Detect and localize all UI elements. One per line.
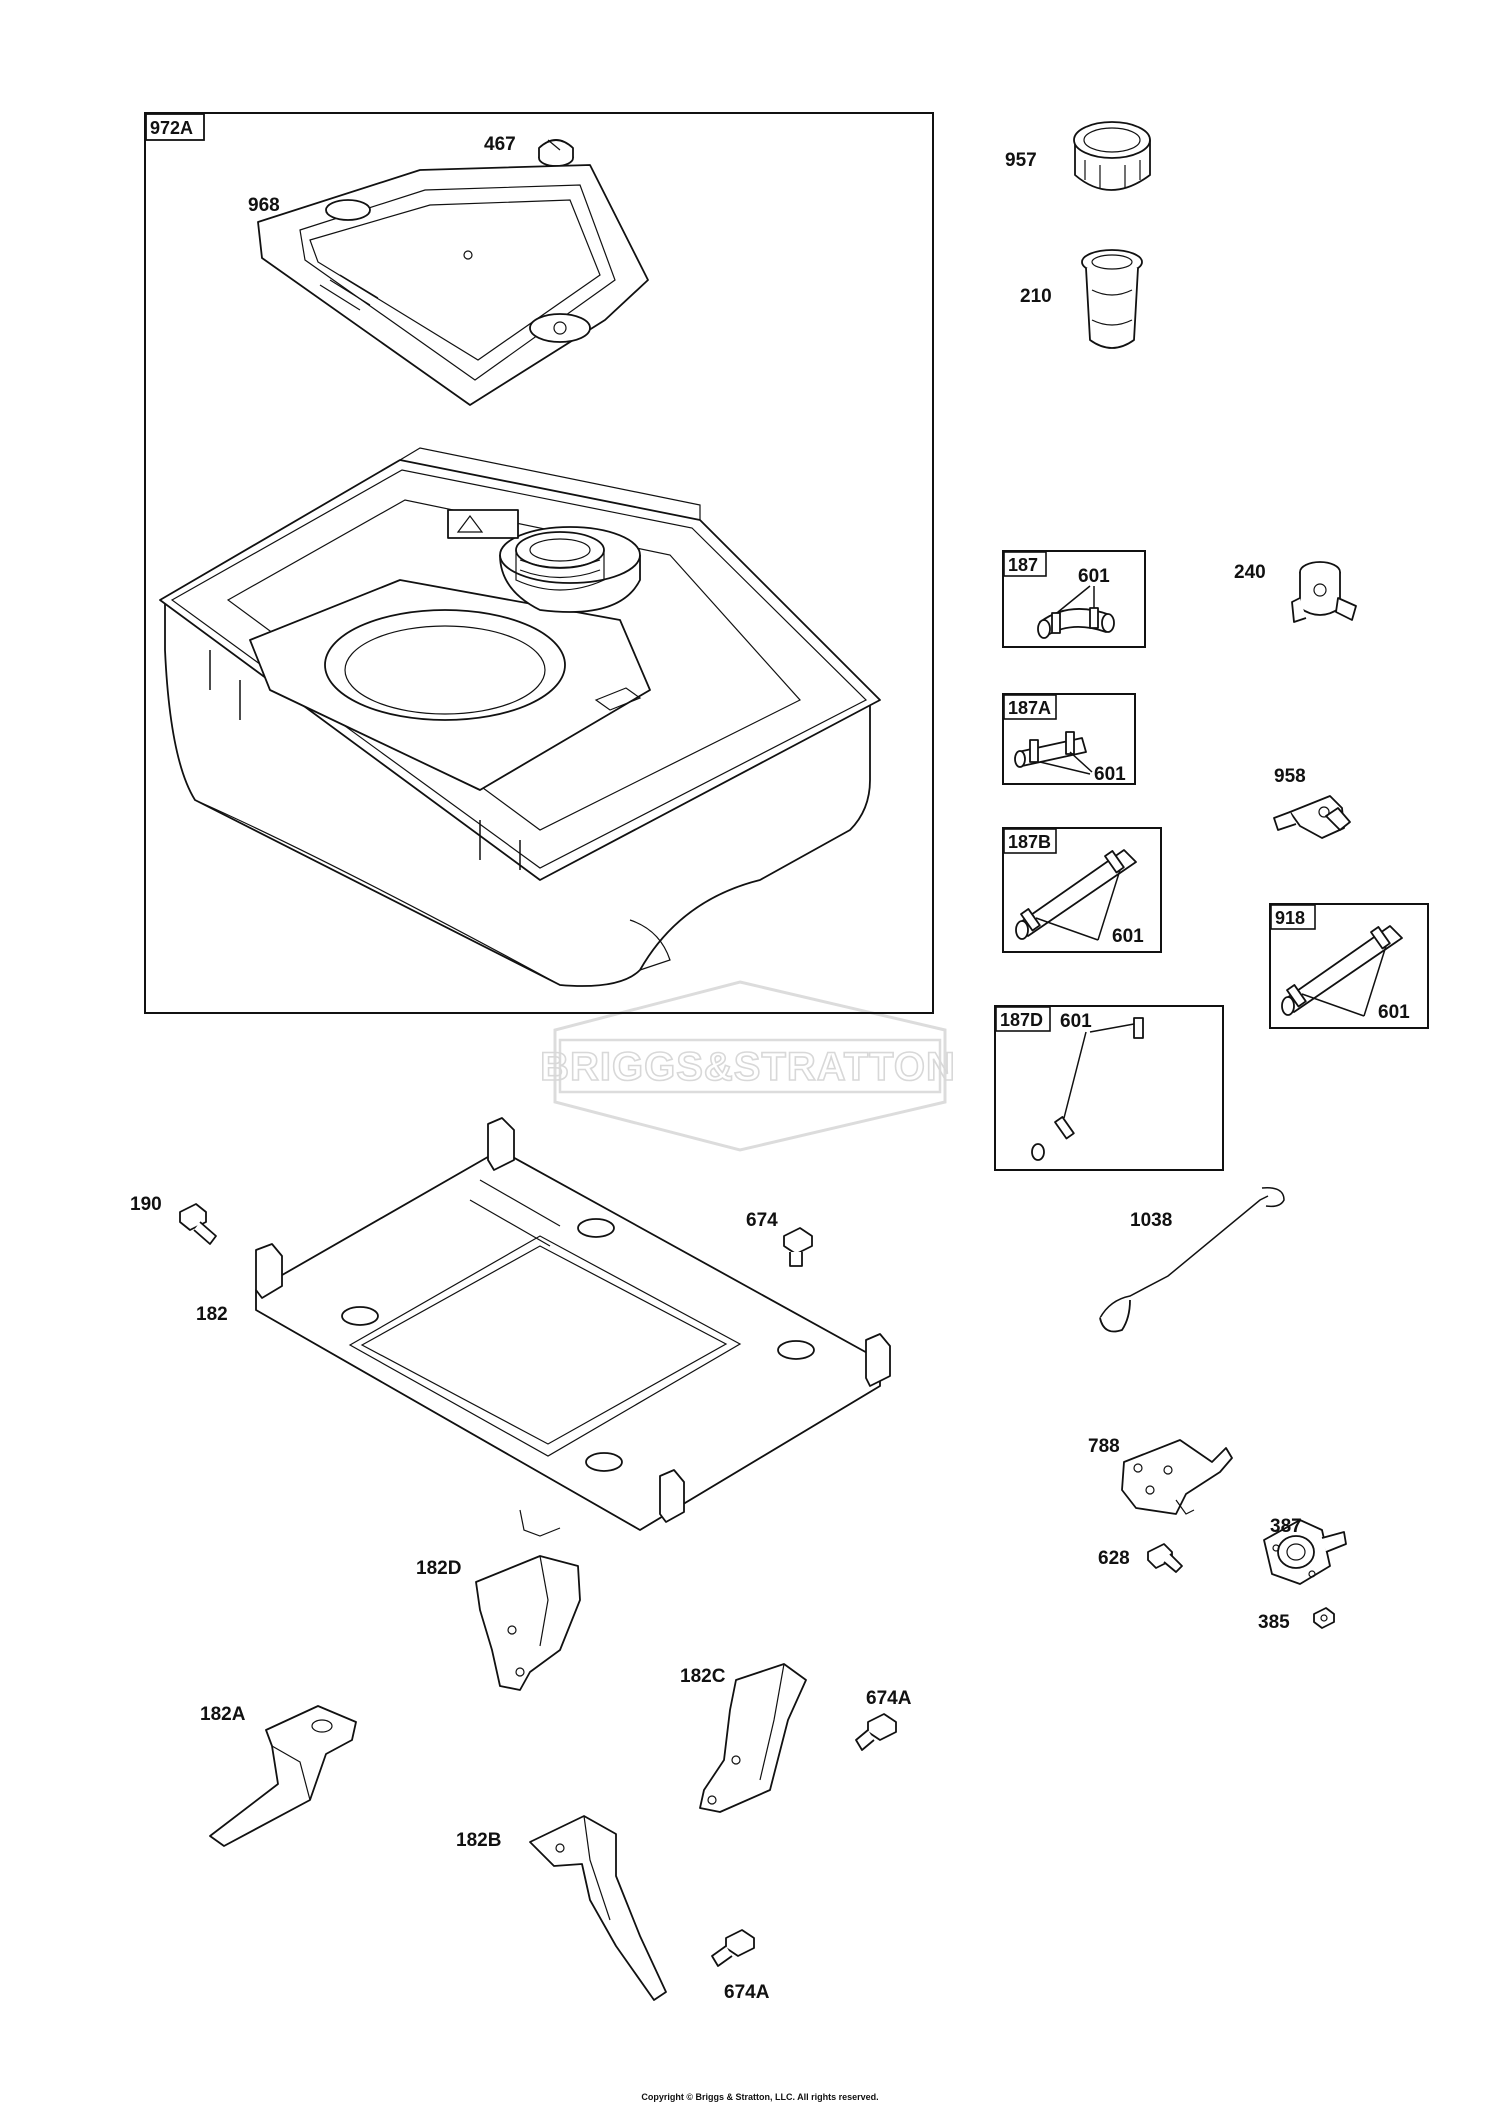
part-182b-bracket[interactable]: [529, 1815, 667, 2001]
part-182a-bracket[interactable]: [209, 1705, 357, 1847]
label-601-187d: 601: [1060, 1011, 1092, 1032]
label-601-918: 601: [1378, 1002, 1410, 1023]
label-788: 788: [1088, 1436, 1120, 1457]
label-240: 240: [1234, 562, 1266, 583]
part-240-valve[interactable]: [1291, 561, 1357, 623]
part-674a-bolt-upper[interactable]: [855, 1713, 897, 1751]
part-1038-rod[interactable]: [1099, 1187, 1285, 1333]
label-968: 968: [248, 195, 280, 216]
part-182d-bracket[interactable]: [475, 1555, 581, 1691]
part-190-bolt[interactable]: [179, 1203, 217, 1245]
box-918-label: 918: [1275, 908, 1305, 928]
box-918-frame: [1269, 903, 1429, 1029]
box-972a-tag: [145, 113, 205, 141]
label-385: 385: [1258, 1612, 1290, 1633]
part-187d-formed-hose[interactable]: [1031, 1017, 1166, 1161]
part-182c-bracket[interactable]: [699, 1663, 807, 1813]
label-674a-upper: 674A: [866, 1688, 912, 1709]
label-182c: 182C: [680, 1666, 726, 1687]
label-958: 958: [1274, 766, 1306, 787]
part-958-valve[interactable]: [1273, 795, 1351, 839]
box-187a-label: 187A: [1008, 698, 1051, 718]
part-674-bolt[interactable]: [783, 1227, 813, 1267]
box-187-label: 187: [1008, 555, 1038, 575]
label-387: 387: [1270, 1516, 1302, 1537]
watermark-logo: BRIGGS&STRATTON: [539, 980, 956, 1152]
part-628-screw[interactable]: [1147, 1543, 1183, 1573]
part-187b-hose[interactable]: [1015, 849, 1137, 940]
label-182: 182: [196, 1304, 228, 1325]
part-182-frame[interactable]: [255, 1117, 891, 1537]
label-957: 957: [1005, 150, 1037, 171]
label-190: 190: [130, 1194, 162, 1215]
watermark-text: BRIGGS&STRATTON: [540, 1045, 956, 1089]
part-968-lid[interactable]: [257, 164, 649, 406]
part-467-knob[interactable]: [538, 139, 574, 167]
part-918-hose[interactable]: [1281, 925, 1403, 1016]
box-972a-label: 972A: [150, 118, 193, 138]
label-1038: 1038: [1130, 1210, 1172, 1231]
part-fuel-tank[interactable]: [159, 447, 881, 987]
label-182b: 182B: [456, 1830, 501, 1851]
label-601-187: 601: [1078, 566, 1110, 587]
part-674a-bolt-lower[interactable]: [711, 1929, 755, 1967]
label-628: 628: [1098, 1548, 1130, 1569]
label-674: 674: [746, 1210, 778, 1231]
part-957-cap[interactable]: [1073, 121, 1151, 191]
box-187b-frame: [1002, 827, 1162, 953]
box-187d-label: 187D: [1000, 1010, 1043, 1030]
label-601-187a: 601: [1094, 764, 1126, 785]
box-187a-frame: [1002, 693, 1136, 785]
label-182d: 182D: [416, 1558, 461, 1579]
label-210: 210: [1020, 286, 1052, 307]
label-601-187b: 601: [1112, 926, 1144, 947]
box-187b-label: 187B: [1008, 832, 1051, 852]
label-467: 467: [484, 134, 516, 155]
label-674a-lower: 674A: [724, 1982, 770, 2003]
box-187d-frame: [994, 1005, 1224, 1171]
part-187-elbow-hose[interactable]: [1037, 607, 1115, 639]
box-187-frame: [1002, 550, 1146, 648]
label-182a: 182A: [200, 1704, 246, 1725]
part-187a-hose[interactable]: [1014, 731, 1087, 768]
part-788-bracket[interactable]: [1121, 1439, 1233, 1515]
part-385-screw[interactable]: [1313, 1607, 1335, 1629]
part-387-pump[interactable]: [1263, 1519, 1347, 1585]
box-972a-frame: [144, 112, 934, 1014]
copyright-text: Copyright © Briggs & Stratton, LLC. All …: [641, 2092, 878, 2102]
part-210-strainer[interactable]: [1081, 249, 1143, 349]
